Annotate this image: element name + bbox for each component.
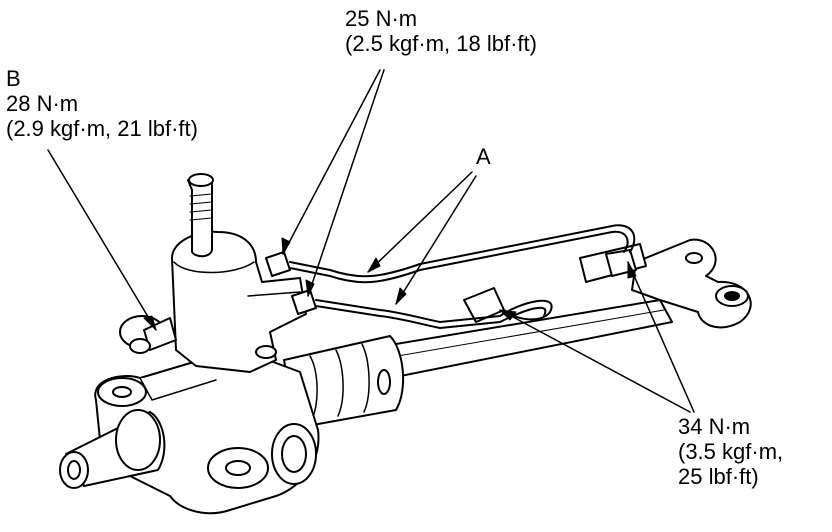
leader-a-lower [395, 175, 477, 305]
arrowhead-top-lower [305, 279, 315, 297]
arrowheads [143, 237, 637, 331]
callout-a: A [476, 144, 491, 169]
callout-b-letter: B [6, 66, 21, 91]
arrowhead-br-left [499, 309, 517, 321]
rack-boot [283, 335, 405, 429]
valve-body [171, 230, 307, 373]
tie-rod-end [579, 238, 752, 329]
steering-lines [289, 224, 636, 329]
leader-br-right [627, 261, 695, 413]
leader-top-lower [307, 69, 385, 297]
leader-b [47, 149, 157, 331]
callout-b-conversion: (2.9 kgf·m, 21 lbf·ft) [6, 116, 198, 141]
arrowhead-a-lower [395, 287, 407, 305]
callout-top-conversion: (2.5 kgf·m, 18 lbf·ft) [345, 31, 537, 56]
callout-bottom-right: 34 N·m (3.5 kgf·m, 25 lbf·ft) [678, 414, 783, 489]
callout-top: 25 N·m (2.5 kgf·m, 18 lbf·ft) [345, 6, 537, 56]
arrowhead-a-upper [367, 257, 381, 273]
callout-br-conversion-1: (3.5 kgf·m, [678, 439, 784, 464]
callout-br-torque: 34 N·m [678, 414, 751, 439]
callout-b: B 28 N·m (2.9 kgf·m, 21 lbf·ft) [6, 66, 198, 141]
arrowhead-b [143, 315, 157, 331]
callout-top-torque: 25 N·m [345, 6, 418, 31]
arrowhead-top-upper [281, 237, 291, 255]
leader-top-upper [282, 69, 381, 255]
callout-br-conversion-2: 25 lbf·ft) [678, 464, 759, 489]
arrowhead-br-right [627, 261, 637, 279]
leader-a-upper [367, 171, 473, 273]
leader-br-left [499, 309, 691, 413]
gear-housing [94, 355, 320, 515]
callout-b-torque: 28 N·m [6, 91, 79, 116]
leader-lines [47, 69, 695, 413]
pinion-shaft [187, 173, 214, 258]
flare-nuts [265, 249, 637, 323]
input-stub-tube [59, 409, 166, 489]
callout-a-letter: A [476, 144, 491, 169]
